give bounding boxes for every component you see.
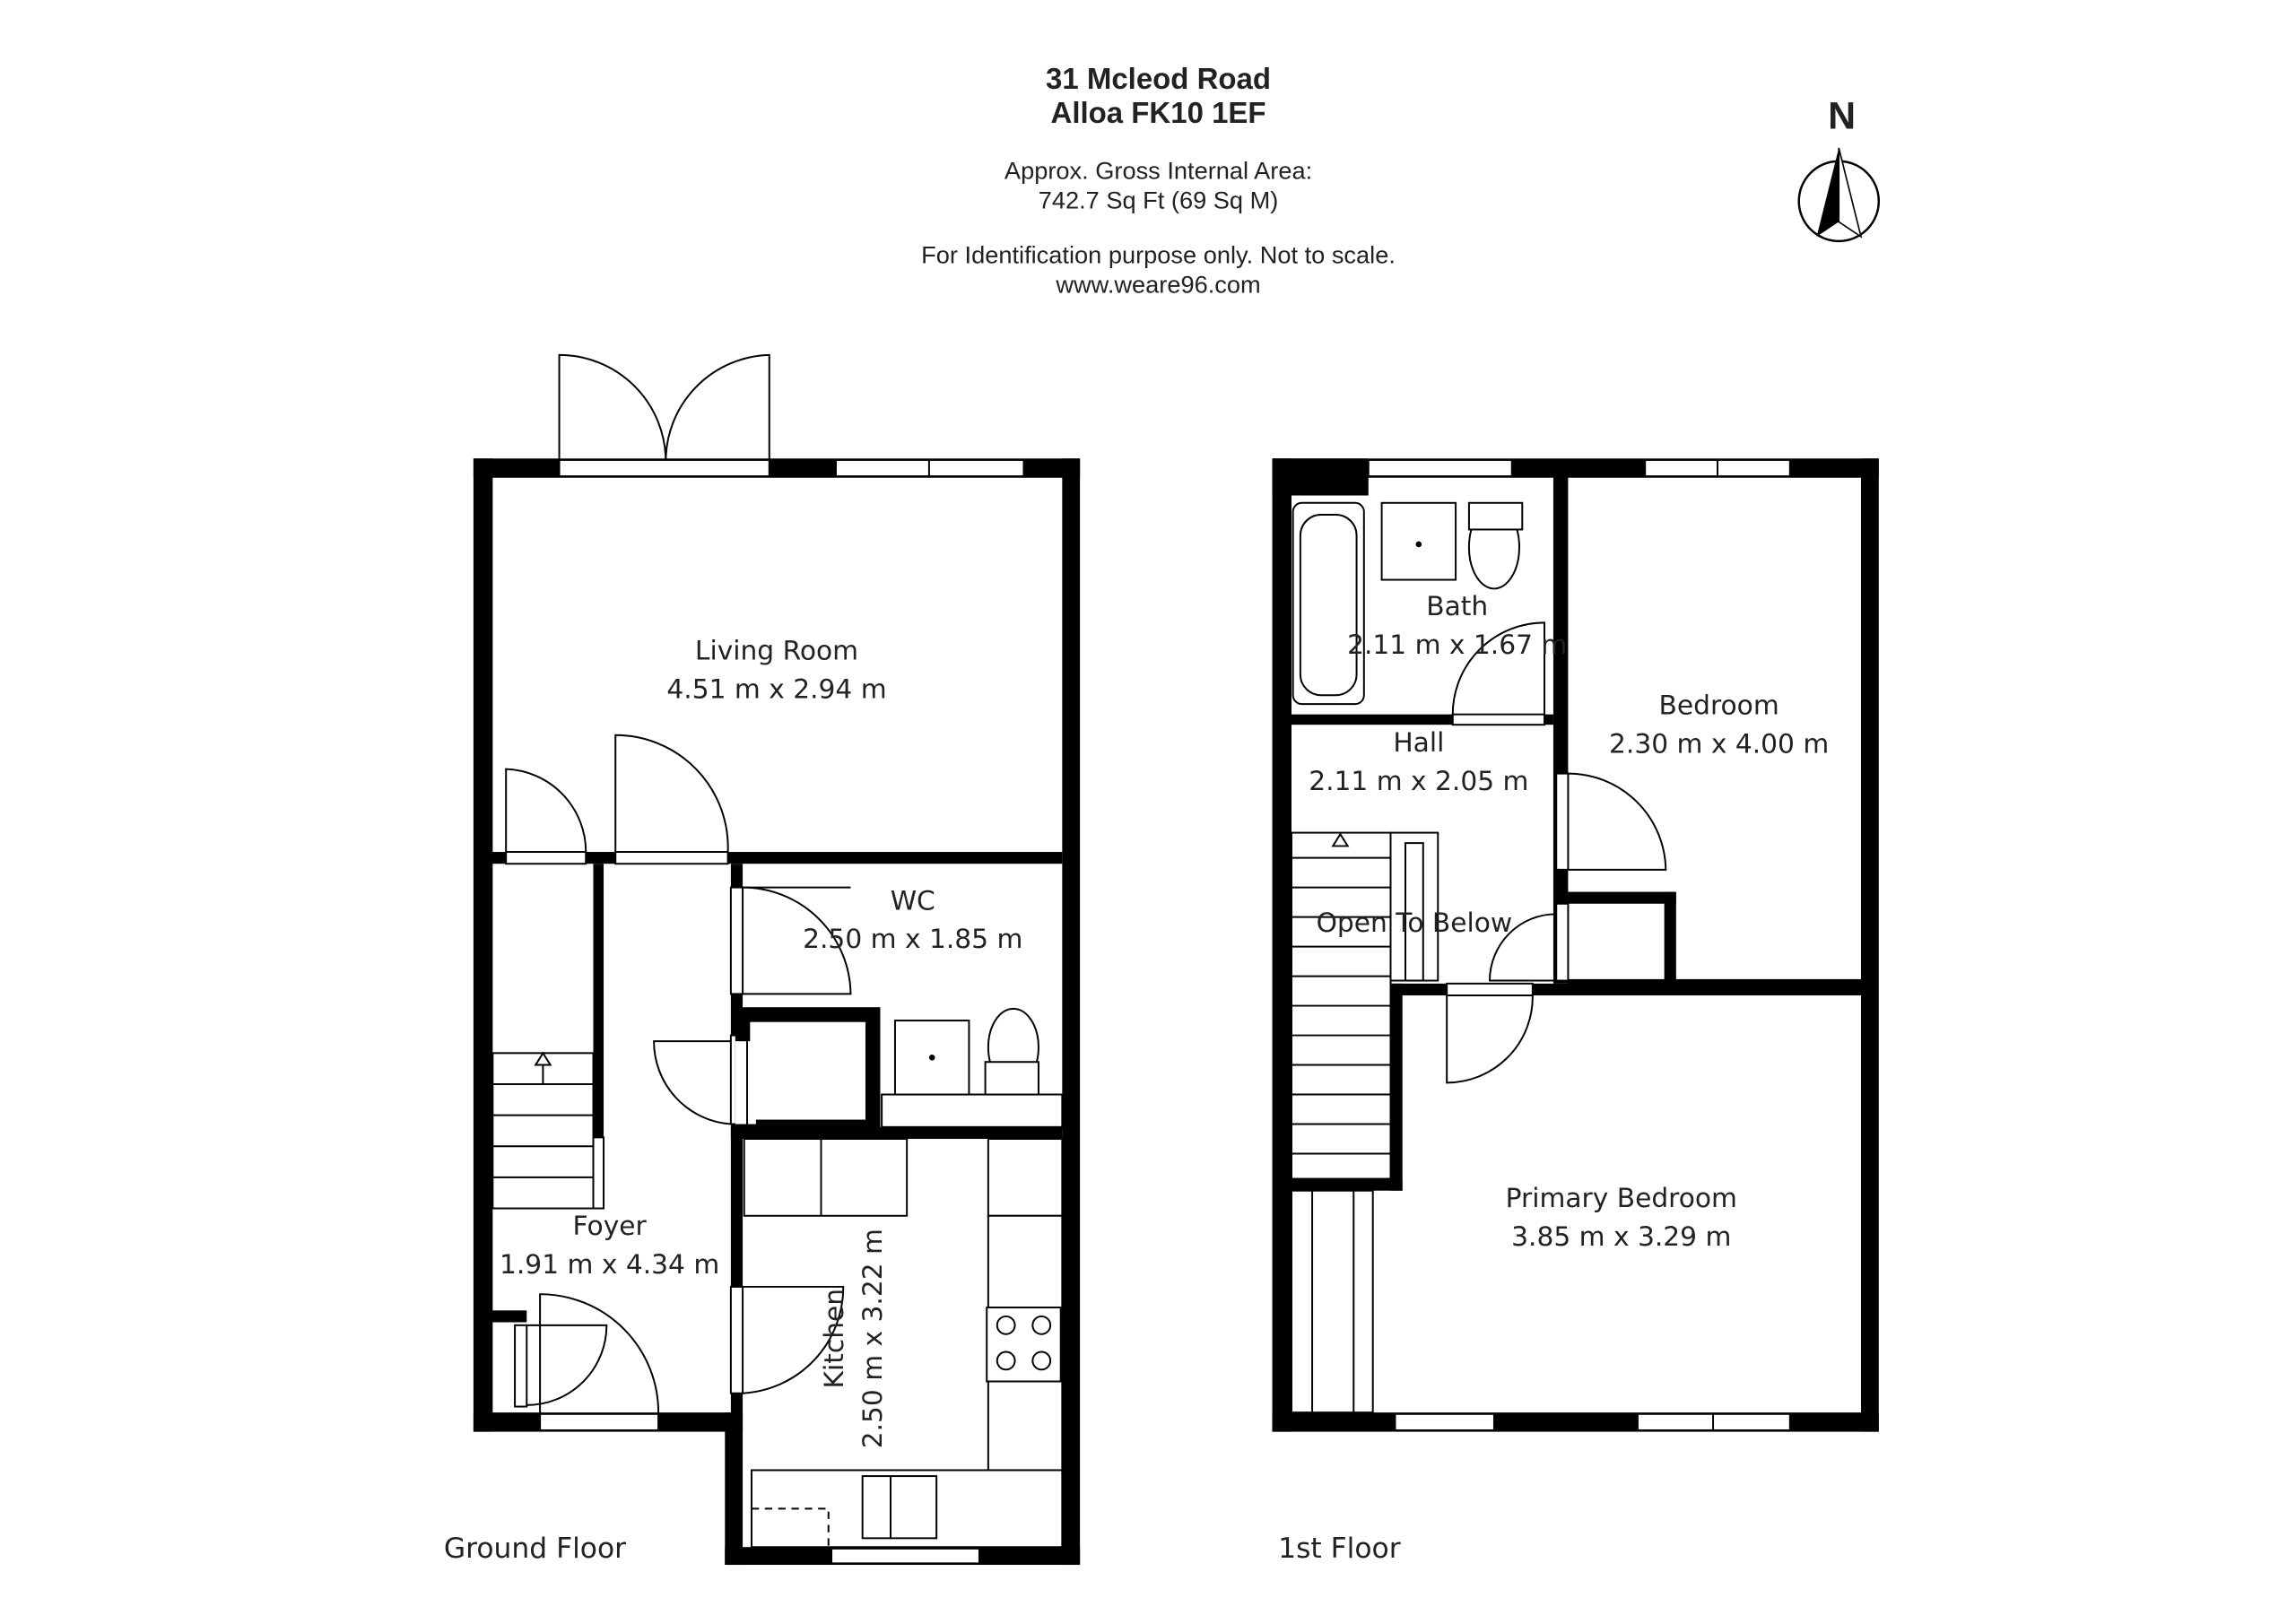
room-name-primary-bedroom: Primary Bedroom <box>1506 1182 1737 1213</box>
address-line-2: Alloa FK10 1EF <box>1051 96 1266 129</box>
room-name-bedroom: Bedroom <box>1659 690 1779 721</box>
room-size-living-room: 4.51 m x 2.94 m <box>666 673 886 704</box>
website: www.weare96.com <box>1055 271 1260 299</box>
ground-floor-label: Ground Floor <box>444 1533 626 1565</box>
open-to-below-label: Open To Below <box>1317 907 1513 938</box>
room-size-foyer: 1.91 m x 4.34 m <box>500 1248 719 1280</box>
room-size-bedroom: 2.30 m x 4.00 m <box>1609 728 1829 760</box>
ground-floor-plan: Living Room 4.51 m x 2.94 m WC 2.50 m x … <box>444 353 1081 1566</box>
compass-label: N <box>1828 94 1856 137</box>
room-size-kitchen: 2.50 m x 3.22 m <box>857 1229 888 1448</box>
room-name-living-room: Living Room <box>695 635 858 666</box>
stairs-first <box>1290 831 1439 1180</box>
area-value: 742.7 Sq Ft (69 Sq M) <box>1039 187 1279 214</box>
north-arrow-icon: N <box>1797 94 1881 243</box>
room-size-wc: 2.50 m x 1.85 m <box>803 923 1022 954</box>
room-name-hall: Hall <box>1393 726 1444 758</box>
room-size-hall: 2.11 m x 2.05 m <box>1309 765 1528 796</box>
disclaimer: For Identification purpose only. Not to … <box>921 241 1396 269</box>
header: 31 Mcleod Road Alloa FK10 1EF Approx. Gr… <box>921 62 1396 299</box>
room-name-bath: Bath <box>1426 590 1488 621</box>
room-name-kitchen: Kitchen <box>818 1289 849 1389</box>
room-size-primary-bedroom: 3.85 m x 3.29 m <box>1511 1220 1731 1252</box>
room-size-bath: 2.11 m x 1.67 m <box>1347 629 1567 660</box>
first-floor-plan: Bath 2.11 m x 1.67 m Hall 2.11 m x 2.05 … <box>1272 458 1879 1565</box>
room-name-foyer: Foyer <box>573 1210 648 1241</box>
room-name-wc: WC <box>891 884 935 916</box>
stairs-ground <box>491 1051 595 1210</box>
area-label: Approx. Gross Internal Area: <box>1004 157 1312 185</box>
address-line-1: 31 Mcleod Road <box>1046 62 1271 95</box>
first-floor-label: 1st Floor <box>1278 1533 1401 1565</box>
